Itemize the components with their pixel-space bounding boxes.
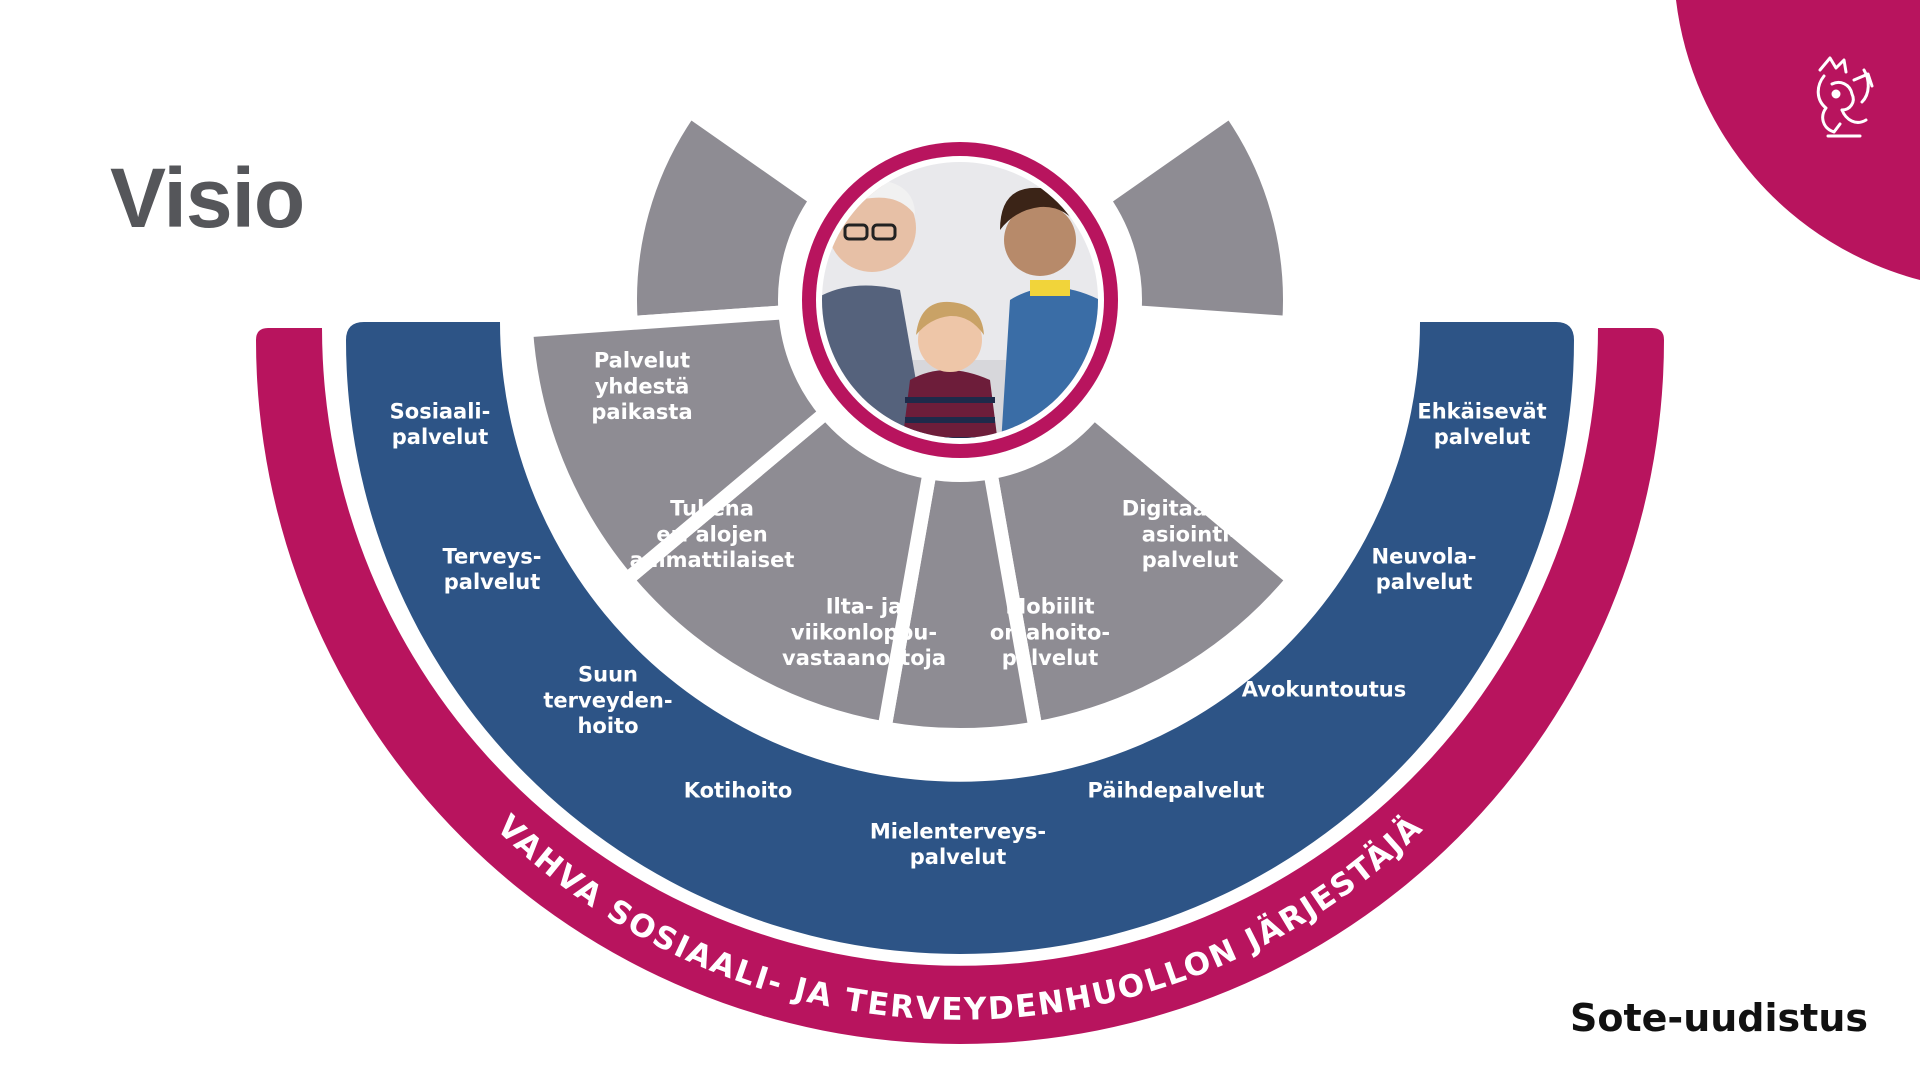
sector-7ssa-vuorokaudessa — [1096, 103, 1297, 331]
footer-brand: Sote-uudistus — [1570, 996, 1868, 1040]
service-label: Kotihoito — [684, 778, 793, 802]
service-label: Mielenterveys-palvelut — [870, 820, 1046, 870]
sector-tukena — [519, 305, 833, 587]
sector-ilta-ja-viikonloppu — [619, 405, 937, 736]
service-label: Terveys-palvelut — [443, 545, 542, 595]
service-label: Päihdepalvelut — [1088, 778, 1265, 802]
slide-title: Visio — [110, 151, 305, 245]
finnish-lion-crest-icon — [1806, 50, 1882, 151]
service-label: Sosiaali-palvelut — [390, 400, 491, 450]
sector-digitaaliset — [983, 405, 1301, 736]
navy-band — [346, 322, 1574, 954]
service-label: Neuvola-palvelut — [1372, 545, 1477, 595]
service-label: Avokuntoutus — [1242, 677, 1406, 701]
sector-palvelut-yhdesta-paikasta — [623, 103, 824, 331]
magenta-band — [256, 328, 1664, 1044]
